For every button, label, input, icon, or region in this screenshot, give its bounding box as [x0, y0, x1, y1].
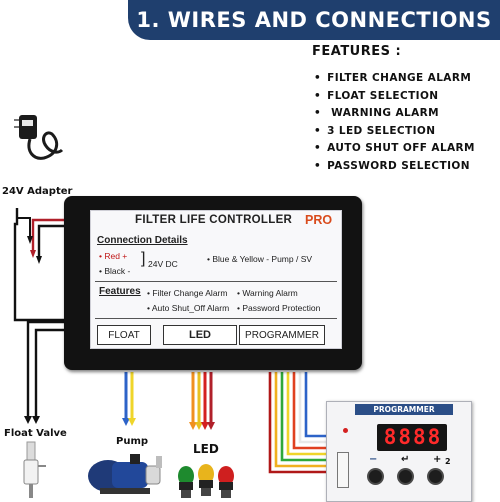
feature-filter-change: • Filter Change Alarm — [147, 288, 228, 298]
pump-icon — [88, 454, 162, 494]
feature-item: FLOAT SELECTION — [314, 88, 475, 106]
pump-label: Pump — [116, 436, 149, 447]
display-digit: 8 — [413, 425, 426, 449]
features-list: FILTER CHANGE ALARM FLOAT SELECTION WARN… — [314, 70, 475, 176]
power-adapter-icon — [14, 115, 64, 160]
led-green-icon — [178, 466, 194, 498]
adapter-label: 24V Adapter — [2, 186, 73, 197]
page-title-banner: 1. WIRES AND CONNECTIONS — [128, 0, 500, 40]
voltage-label: 24V DC — [148, 259, 178, 269]
feature-item: AUTO SHUT OFF ALARM — [314, 140, 475, 158]
led-red-icon — [218, 466, 234, 498]
minus-button[interactable] — [369, 470, 382, 483]
float-valve-label: Float Valve — [4, 428, 67, 439]
programmer-title: PROGRAMMER — [355, 404, 453, 415]
red-wire-label: • Red + — [99, 251, 128, 261]
feature-auto-shutoff: • Auto Shut_Off Alarm — [147, 303, 230, 313]
display-digit: 8 — [383, 425, 397, 449]
feature-warning: • Warning Alarm — [237, 288, 298, 298]
enter-key-label: ↵ — [401, 454, 410, 465]
led-button[interactable]: LED — [163, 325, 237, 345]
feature-item: PASSWORD SELECTION — [314, 158, 475, 176]
feature-item: 3 LED SELECTION — [314, 123, 475, 141]
divider-bottom — [95, 318, 337, 319]
feature-password: • Password Protection — [237, 303, 321, 313]
feature-item: WARNING ALARM — [314, 105, 475, 123]
features-title: FEATURES : — [312, 44, 402, 59]
programmer-connector — [337, 452, 349, 488]
enter-button[interactable] — [399, 470, 412, 483]
feature-item: FILTER CHANGE ALARM — [314, 70, 475, 88]
pump-sv-label: • Blue & Yellow - Pump / SV — [207, 254, 313, 264]
connection-details-heading: Connection Details — [97, 235, 188, 246]
minus-key-label: − — [369, 454, 378, 465]
programmer-board: PROGRAMMER 8 8 8 8 − ↵ + 2 — [326, 401, 472, 502]
led-yellow-icon — [198, 464, 214, 496]
black-wire-label: • Black - — [99, 266, 131, 276]
programmer-cable — [268, 372, 336, 474]
display-digit: 8 — [398, 425, 411, 449]
features-heading: Features — [99, 286, 141, 297]
float-button[interactable]: FLOAT — [97, 325, 151, 345]
plus-button[interactable] — [429, 470, 442, 483]
plus-key-label: + — [433, 454, 442, 465]
page-title: 1. WIRES AND CONNECTIONS — [136, 8, 492, 32]
power-indicator — [343, 428, 348, 433]
bracket: ] — [141, 250, 146, 267]
seven-segment-display: 8 8 8 8 — [377, 424, 447, 451]
controller-title: FILTER LIFE CONTROLLER — [135, 214, 293, 226]
programmer-button[interactable]: PROGRAMMER — [239, 325, 325, 345]
divider-top — [95, 281, 337, 282]
pro-badge: PRO — [305, 213, 333, 227]
controller-panel: FILTER LIFE CONTROLLER PRO Connection De… — [90, 210, 342, 349]
key-two-label: 2 — [445, 457, 451, 466]
display-digit: 8 — [427, 425, 441, 449]
float-valve-icon — [23, 441, 46, 498]
led-label: LED — [193, 442, 219, 456]
